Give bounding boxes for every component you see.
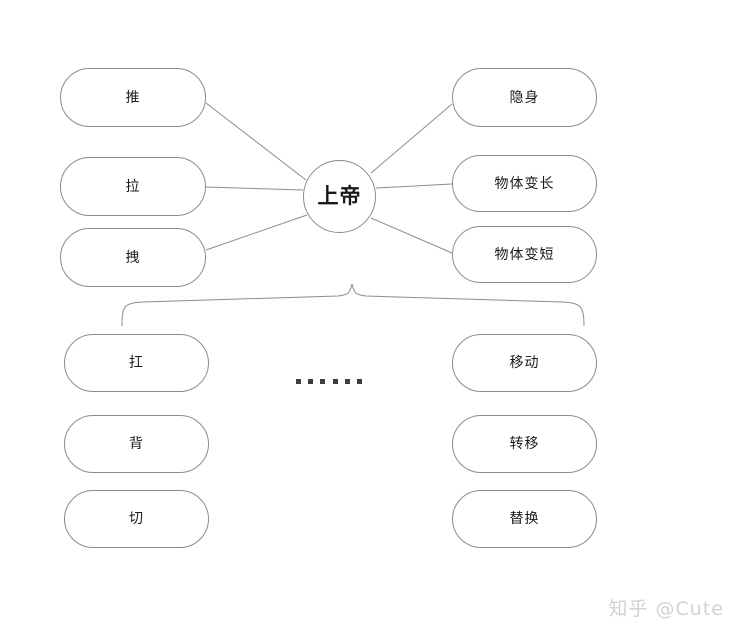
node-replace[interactable]: 替换	[452, 490, 597, 548]
node-label: 物体变短	[494, 246, 555, 263]
watermark: 知乎 @Cute	[608, 598, 724, 620]
ellipsis-dot	[296, 378, 301, 384]
hub-node-shangdi[interactable]: 上帝	[303, 160, 376, 233]
node-lengthen[interactable]: 物体变长	[452, 155, 597, 212]
node-transfer[interactable]: 转移	[452, 415, 597, 473]
node-pull[interactable]: 拉	[60, 157, 206, 216]
ellipsis-dot	[344, 378, 350, 384]
brace-connector	[121, 283, 585, 327]
node-shorten[interactable]: 物体变短	[452, 226, 597, 283]
node-cut[interactable]: 切	[64, 490, 209, 548]
node-label: 扛	[129, 355, 144, 371]
edge-push-to-hub	[205, 102, 307, 181]
node-invisible[interactable]: 隐身	[452, 68, 597, 127]
edge-hub-to-shorten	[370, 217, 453, 254]
edge-pull-to-hub	[205, 186, 304, 191]
ellipsis-dot	[332, 378, 338, 384]
hub-node-label: 上帝	[317, 184, 362, 208]
node-label: 切	[129, 511, 144, 527]
ellipsis-dot	[320, 378, 326, 384]
node-carry[interactable]: 扛	[64, 334, 209, 392]
node-label: 背	[129, 436, 144, 452]
edge-drag-to-hub	[205, 214, 308, 251]
edge-hub-to-invisible	[370, 103, 453, 174]
node-drag[interactable]: 拽	[60, 228, 206, 287]
ellipsis-dot	[356, 378, 362, 384]
node-push[interactable]: 推	[60, 68, 206, 127]
node-label: 拉	[125, 178, 141, 195]
ellipsis-marker	[296, 374, 362, 388]
edge-hub-to-lengthen	[375, 183, 453, 189]
node-back[interactable]: 背	[64, 415, 209, 473]
node-label: 物体变长	[494, 175, 555, 192]
node-label: 拽	[125, 249, 141, 266]
node-label: 替换	[509, 511, 540, 527]
node-label: 转移	[509, 436, 540, 452]
node-label: 隐身	[509, 89, 540, 106]
node-label: 移动	[509, 355, 540, 371]
node-move[interactable]: 移动	[452, 334, 597, 392]
ellipsis-dot	[308, 378, 314, 384]
node-label: 推	[125, 89, 141, 106]
